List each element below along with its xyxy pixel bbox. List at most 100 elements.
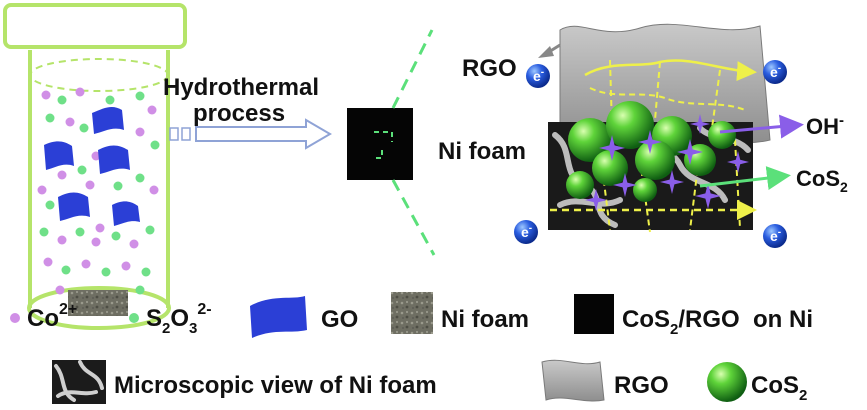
legend-co-dot bbox=[10, 313, 20, 323]
legend-composite-swatch bbox=[574, 294, 614, 334]
legend-s2o3-label: S2O32- bbox=[146, 301, 212, 337]
co-ion-dot bbox=[135, 127, 145, 137]
precursor-dots bbox=[37, 87, 160, 295]
co-ion-dot bbox=[85, 180, 95, 190]
oh-star bbox=[585, 189, 607, 211]
electron: e- bbox=[526, 64, 550, 88]
co-ion-dot bbox=[57, 235, 67, 245]
legend-ni-foam-label: Ni foam bbox=[441, 306, 529, 333]
s2o3-ion-dot bbox=[135, 173, 145, 183]
beaker-bottom bbox=[27, 286, 171, 330]
co-ion-dot bbox=[55, 285, 65, 295]
s2o3-ion-dot bbox=[57, 95, 67, 105]
electron: e- bbox=[763, 224, 787, 248]
cos2-sphere bbox=[635, 140, 675, 180]
electron: e- bbox=[514, 220, 538, 244]
s2o3-ion-dot bbox=[77, 165, 87, 175]
s2o3-ion-dot bbox=[39, 227, 49, 237]
legend-ni-foam-swatch bbox=[391, 292, 433, 334]
co-ion-dot bbox=[91, 237, 101, 247]
legend-s2o3-dot bbox=[129, 313, 139, 323]
co-ion-dot bbox=[75, 87, 85, 97]
cos2-sphere bbox=[566, 171, 594, 199]
oh-star bbox=[695, 183, 721, 209]
legend: Co2+ S2O32- GO Ni foam CoS2/RGO on Ni Mi… bbox=[10, 292, 813, 404]
s2o3-ion-dot bbox=[45, 113, 55, 123]
electrons: e-e-e-e- bbox=[514, 60, 787, 248]
s2o3-ion-dot bbox=[79, 123, 89, 133]
beaker bbox=[3, 3, 187, 330]
cos2-sphere bbox=[592, 150, 628, 186]
legend-go-label: GO bbox=[321, 306, 358, 333]
s2o3-ion-dot bbox=[75, 227, 85, 237]
product-sample bbox=[347, 29, 436, 256]
legend-cos2-sphere bbox=[707, 362, 747, 402]
co-ion-dot bbox=[149, 185, 159, 195]
oh-star bbox=[727, 151, 749, 173]
legend-rgo-sheet bbox=[541, 359, 605, 402]
legend-composite-label: CoS2/RGO on Ni bbox=[622, 306, 813, 338]
co-ion-dot bbox=[129, 239, 139, 249]
cos2-spheres bbox=[566, 101, 736, 202]
rgo-label: RGO bbox=[462, 55, 517, 82]
s2o3-ion-dot bbox=[105, 95, 115, 105]
process-label-line1: Hydrothermal bbox=[163, 74, 319, 101]
process-arrow: Hydrothermal process bbox=[163, 74, 332, 150]
s2o3-ion-dot bbox=[145, 225, 155, 235]
cos2-sphere bbox=[606, 101, 654, 149]
legend-co-label: Co2+ bbox=[27, 301, 77, 332]
oh-star bbox=[638, 130, 662, 154]
co-ion-dot bbox=[65, 117, 75, 127]
cos2-label: CoS2 bbox=[796, 166, 848, 195]
co-ion-dot bbox=[41, 90, 51, 100]
svg-text:e-: e- bbox=[770, 227, 781, 244]
oh-stars bbox=[585, 114, 749, 211]
s2o3-ion-dot bbox=[61, 265, 71, 275]
oh-star bbox=[660, 170, 684, 194]
svg-text:e-: e- bbox=[533, 67, 544, 84]
s2o3-ion-dot bbox=[135, 91, 145, 101]
oh-star bbox=[677, 139, 703, 165]
svg-text:e-: e- bbox=[521, 223, 532, 240]
co-ion-dot bbox=[91, 151, 101, 161]
legend-cos2-label: CoS2 bbox=[751, 372, 807, 404]
go-sheet bbox=[58, 192, 90, 221]
mechanism-panel: RGO Ni foam OH- CoS2 e-e-e-e- bbox=[438, 23, 848, 248]
s2o3-ion-dot bbox=[113, 181, 123, 191]
legend-rgo-label: RGO bbox=[614, 372, 669, 399]
cos2-sphere bbox=[708, 121, 736, 149]
co-ion-dot bbox=[43, 257, 53, 267]
electron: e- bbox=[763, 60, 787, 84]
go-sheet bbox=[98, 145, 130, 174]
cos2-sphere bbox=[633, 178, 657, 202]
go-sheet bbox=[92, 106, 124, 134]
co-ion-dot bbox=[37, 185, 47, 195]
svg-text:e-: e- bbox=[770, 63, 781, 80]
go-sheet bbox=[112, 201, 140, 226]
go-sheet bbox=[44, 141, 74, 170]
s2o3-ion-dot bbox=[141, 267, 151, 277]
legend-micro-label: Microscopic view of Ni foam bbox=[114, 372, 437, 399]
co-ion-dot bbox=[147, 105, 157, 115]
electron-paths bbox=[550, 59, 757, 233]
s2o3-ion-dot bbox=[101, 267, 111, 277]
co-ion-dot bbox=[121, 261, 131, 271]
oh-star bbox=[690, 114, 710, 134]
ni-foam-label: Ni foam bbox=[438, 138, 526, 165]
beaker-ni-foam bbox=[68, 290, 128, 316]
s2o3-ion-dot bbox=[135, 285, 145, 295]
co-ion-dot bbox=[95, 223, 105, 233]
oh-star bbox=[613, 173, 637, 197]
oh-label: OH- bbox=[806, 112, 844, 139]
oh-star bbox=[599, 135, 625, 161]
s2o3-ion-dot bbox=[111, 231, 121, 241]
zoom-line bbox=[391, 179, 436, 256]
s2o3-ion-dot bbox=[45, 200, 55, 210]
co-ion-dot bbox=[81, 259, 91, 269]
co-ion-dot bbox=[57, 170, 67, 180]
cos2-sphere bbox=[568, 118, 612, 162]
s2o3-ion-dot bbox=[150, 140, 160, 150]
legend-go-sheet bbox=[250, 296, 307, 338]
